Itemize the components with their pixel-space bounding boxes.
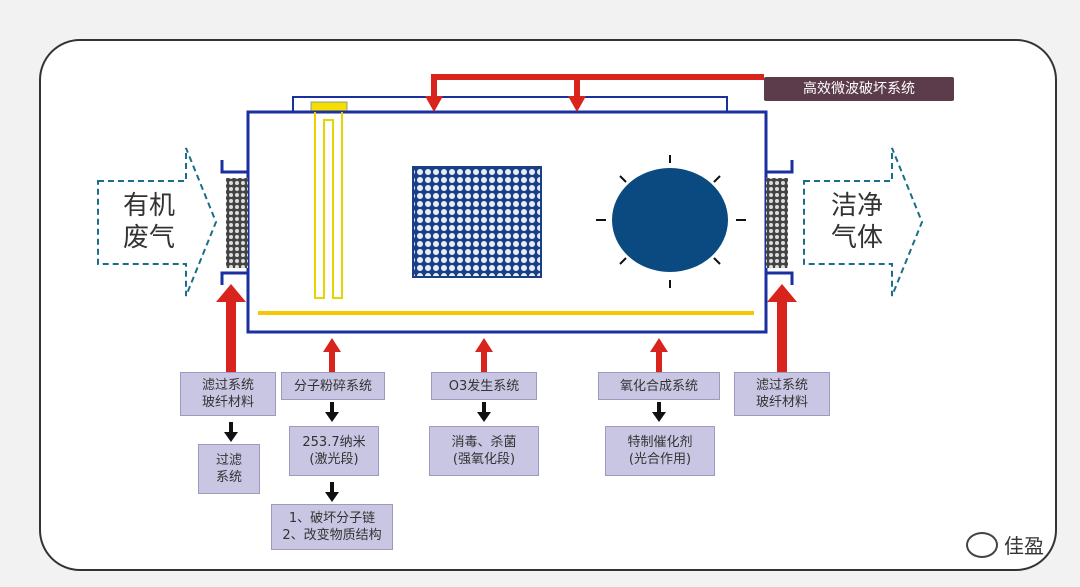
inlet-filter-mesh: [226, 178, 248, 268]
outlet-arrow: [803, 147, 924, 297]
microwave-feed: [425, 74, 764, 112]
uv-lamp: [314, 112, 343, 299]
top-lamp-holder: [310, 101, 348, 112]
outlet-collar: [766, 160, 794, 285]
wechat-icon: [966, 531, 998, 558]
microwave-system-label: 高效微波破坏系统: [764, 77, 954, 101]
oxidation-sub-box: 特制催化剂(光合作用): [605, 426, 715, 476]
watermark-text: 佳盈: [1004, 534, 1044, 558]
oxidation-box: 氧化合成系统: [598, 372, 720, 400]
catalyst-sphere: [612, 168, 728, 272]
inlet-arrow: [97, 147, 218, 297]
inlet-collar: [220, 160, 248, 285]
inlet-label: 有机废气: [122, 191, 175, 253]
catalyst-rays: [596, 155, 746, 288]
ozone-grid: [412, 166, 542, 278]
filter-right-box: 滤过系统玻纤材料: [734, 372, 830, 416]
molecular-sub1-box: 253.7纳米(激光段): [289, 426, 379, 476]
outlet-filter-mesh: [766, 178, 788, 268]
feed-arrows: [216, 284, 797, 372]
wechat-watermark: 佳盈: [966, 530, 1044, 559]
ozone-box: O3发生系统: [431, 372, 537, 400]
molecular-box: 分子粉碎系统: [281, 372, 385, 400]
filter-left-sub-box: 过滤系统: [198, 444, 260, 494]
ozone-sub-box: 消毒、杀菌(强氧化段): [429, 426, 539, 476]
outlet-label: 洁净气体: [830, 191, 883, 253]
filter-left-box: 滤过系统玻纤材料: [180, 372, 276, 416]
process-arrows: [224, 402, 666, 502]
